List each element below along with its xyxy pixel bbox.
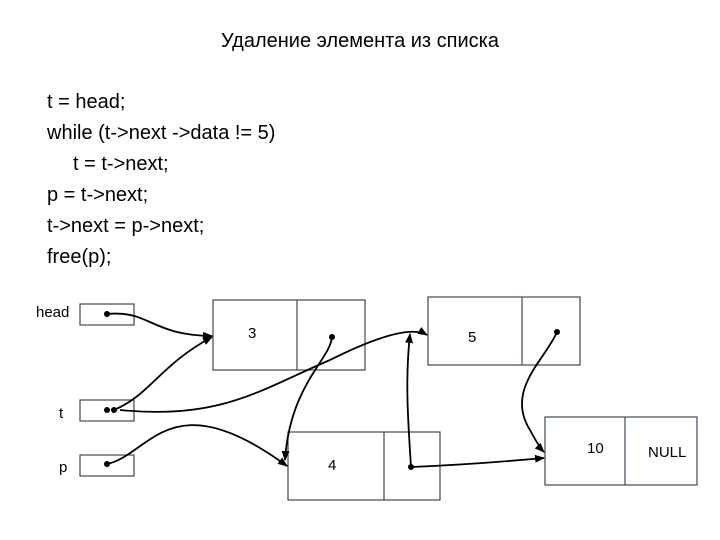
node-3-value: 3	[248, 325, 257, 342]
null-value: NULL	[648, 444, 687, 461]
code-line-6: free(p);	[47, 246, 112, 268]
head-label: head	[36, 304, 70, 321]
p-label: p	[59, 459, 68, 476]
node4-to-node10-arrow	[410, 454, 545, 468]
code-line-1: t = head;	[47, 91, 126, 113]
node-10	[544, 416, 698, 486]
t-to-node3-arrow	[113, 336, 213, 411]
p-pointer-box	[79, 454, 135, 477]
node3-to-node4-arrow	[281, 336, 333, 461]
node5-to-node10-arrow	[521, 331, 558, 453]
slide-title: Удаление элемента из списка	[221, 30, 499, 52]
node-10-value: 10	[587, 440, 604, 457]
node-5	[427, 296, 581, 366]
node-4-value: 4	[328, 457, 337, 474]
code-block: t = head; while (t->next ->data != 5) t …	[47, 87, 275, 273]
code-line-2: while (t->next ->data != 5)	[47, 122, 276, 144]
code-line-3: t = t->next;	[73, 153, 169, 175]
code-line-4: p = t->next;	[47, 184, 149, 206]
t-label: t	[59, 405, 64, 422]
head-pointer-box	[79, 303, 135, 326]
node4-to-node5-arrow	[405, 333, 414, 468]
pointer-dots	[104, 311, 560, 470]
head-arrow	[106, 312, 213, 340]
code-line-5: t->next = p->next;	[47, 215, 205, 237]
node3-to-node5-arrow	[119, 326, 428, 413]
node-5-value: 5	[468, 329, 477, 346]
node-3	[212, 299, 366, 371]
p-to-node4-arrow	[106, 424, 288, 467]
